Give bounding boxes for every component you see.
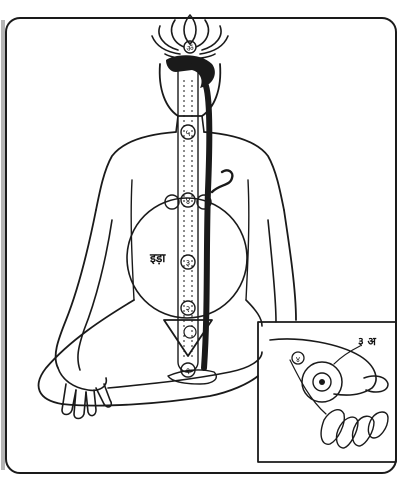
- sahasrara-mark: ॐ: [186, 44, 193, 53]
- serpent-icon: [212, 170, 232, 192]
- left-foot: [168, 370, 216, 384]
- left-arm-outer: [56, 210, 96, 368]
- left-shoulder: [96, 132, 176, 210]
- heart-aura-circle: [127, 198, 247, 318]
- manipura-mark: ३: [186, 259, 191, 269]
- svadhisthana-mark: २: [186, 305, 191, 315]
- vishuddha-mark: ५: [186, 129, 191, 139]
- manipura-chakra: ३: [181, 255, 195, 269]
- hand-inset-panel: ४ ३ अ: [258, 322, 396, 462]
- anahata-mark: ४: [186, 197, 191, 207]
- left-arm-inner: [78, 220, 112, 370]
- palm-chakra-center: [319, 379, 325, 385]
- right-arm-outer: [284, 210, 296, 320]
- right-torso-line: [246, 180, 249, 300]
- palm-chakra-mark: ४: [296, 355, 300, 364]
- right-shoulder: [204, 132, 284, 210]
- hand-label-pointer: [334, 346, 360, 364]
- vishuddha-chakra: ५: [181, 125, 195, 139]
- sushumna-channel: [178, 62, 198, 372]
- left-leg-outer: [39, 300, 134, 404]
- right-arm-inner: [268, 220, 276, 322]
- hand-label: ३ अ: [358, 335, 377, 348]
- kundalini-head-sweep: [166, 55, 215, 88]
- pingala-channel: [204, 86, 209, 368]
- muladhara-mark: १: [186, 367, 191, 377]
- left-hand: [58, 368, 111, 419]
- inset-finger-1: [321, 410, 344, 445]
- ida-pingala-label: इड़ा: [149, 251, 166, 265]
